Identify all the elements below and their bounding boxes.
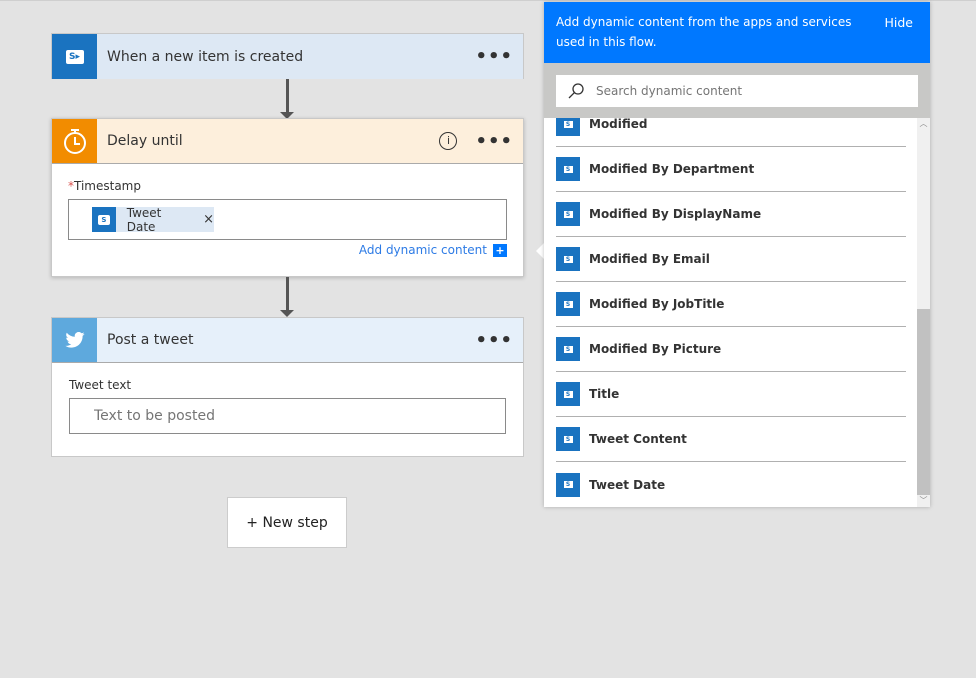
dynamic-content-item[interactable]: S Modified	[556, 118, 906, 147]
token-tweet-date[interactable]: S Tweet Date ×	[92, 205, 214, 234]
item-label: Modified By Picture	[589, 342, 722, 356]
sharepoint-icon: S	[556, 472, 580, 497]
search-icon	[568, 83, 584, 99]
new-step-button[interactable]: + New step	[227, 497, 347, 548]
arrowhead	[280, 112, 294, 119]
sharepoint-icon: S	[556, 157, 580, 181]
sharepoint-icon: S	[556, 427, 580, 451]
step-card-post-tweet[interactable]: Post a tweet ••• Tweet text	[51, 317, 524, 457]
hide-button[interactable]: Hide	[884, 15, 914, 30]
dynamic-content-item[interactable]: S Modified By DisplayName	[556, 192, 906, 237]
token-label: Tweet Date	[126, 205, 162, 234]
connector-arrow	[286, 277, 289, 310]
dynamic-content-panel: Add dynamic content from the apps and se…	[544, 2, 930, 507]
timestamp-input[interactable]: S Tweet Date ×	[68, 199, 507, 240]
item-label: Modified	[589, 118, 648, 131]
step-card-trigger[interactable]: S▸ When a new item is created •••	[51, 33, 524, 79]
sharepoint-icon: S	[556, 337, 580, 361]
item-label: Tweet Date	[589, 477, 666, 492]
dynamic-content-item[interactable]: S Modified By Department	[556, 147, 906, 192]
sharepoint-icon: S	[556, 247, 580, 271]
item-label: Modified By DisplayName	[589, 207, 762, 221]
remove-token-button[interactable]: ×	[203, 212, 214, 227]
more-options-button[interactable]: •••	[475, 130, 513, 152]
more-options-button[interactable]: •••	[475, 329, 513, 351]
dynamic-content-item[interactable]: S Title	[556, 372, 906, 417]
sharepoint-icon: S	[92, 207, 116, 232]
item-label: Modified By Email	[589, 252, 710, 266]
step-title: Post a tweet	[107, 332, 194, 348]
dynamic-content-item[interactable]: S Modified By JobTitle	[556, 282, 906, 327]
scrollbar[interactable]: ︿ ﹀	[917, 118, 930, 507]
sharepoint-icon: S	[556, 382, 580, 406]
search-box[interactable]	[556, 75, 918, 107]
item-label: Tweet Content	[589, 432, 687, 446]
scrollbar-thumb[interactable]	[917, 309, 930, 495]
required-mark: *	[68, 179, 74, 193]
step-title: When a new item is created	[107, 48, 304, 65]
arrowhead	[280, 310, 294, 317]
dynamic-content-item[interactable]: S Tweet Date	[556, 462, 906, 507]
add-icon[interactable]: +	[493, 243, 507, 257]
field-label: Timestamp	[74, 179, 141, 193]
scroll-down-icon[interactable]: ﹀	[919, 496, 928, 505]
step-title: Delay until	[107, 133, 183, 149]
sharepoint-icon: S	[556, 202, 580, 226]
sharepoint-icon: S▸	[52, 34, 97, 79]
tweet-text-input[interactable]	[69, 398, 506, 434]
search-input[interactable]	[596, 84, 918, 98]
step-card-delay[interactable]: Delay until i ••• *Timestamp S Tweet Dat…	[51, 118, 524, 277]
add-dynamic-content-link[interactable]: Add dynamic content	[358, 243, 487, 257]
scroll-up-icon[interactable]: ︿	[919, 119, 928, 128]
dynamic-content-item[interactable]: S Modified By Email	[556, 237, 906, 282]
dynamic-content-item[interactable]: S Tweet Content	[556, 417, 906, 462]
panel-pointer	[536, 242, 545, 260]
panel-header-text: Add dynamic content from the apps and se…	[556, 15, 852, 49]
timer-icon	[52, 119, 97, 163]
field-label: Tweet text	[69, 378, 132, 392]
sharepoint-icon: S	[556, 118, 580, 136]
sharepoint-icon: S	[556, 292, 580, 316]
item-label: Modified By Department	[589, 162, 755, 176]
item-label: Modified By JobTitle	[589, 297, 725, 311]
item-label: Title	[589, 387, 620, 401]
dynamic-content-item[interactable]: S Modified By Picture	[556, 327, 906, 372]
connector-arrow	[286, 79, 289, 112]
more-options-button[interactable]: •••	[475, 46, 513, 67]
twitter-icon	[52, 318, 97, 362]
info-icon[interactable]: i	[439, 132, 458, 150]
panel-header: Add dynamic content from the apps and se…	[544, 2, 930, 63]
